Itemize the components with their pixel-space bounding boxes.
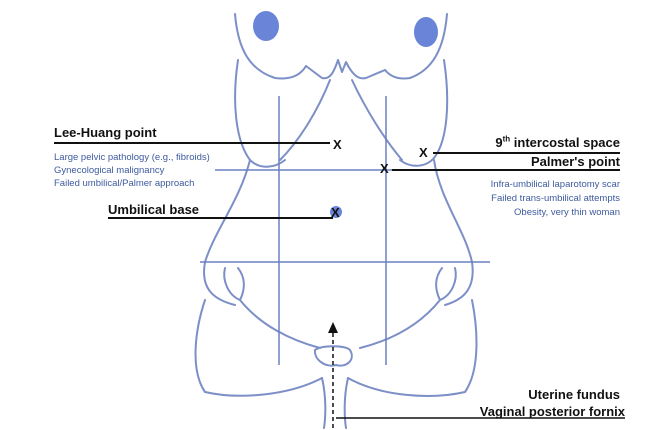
- uterine-fundus-label: Uterine fundus: [528, 387, 620, 402]
- right-nipple-icon: [414, 17, 438, 47]
- left-breast-outline: [234, 59, 286, 168]
- label-lines: [54, 142, 620, 219]
- palmer-x-marker: X: [380, 161, 389, 176]
- right-note-3: Obesity, very thin woman: [514, 207, 620, 218]
- left-arm-outline: [234, 13, 307, 80]
- left-hip-outline: [223, 267, 245, 301]
- left-groin-line: [239, 299, 321, 349]
- left-note-2: Gynecological malignancy: [54, 165, 165, 176]
- ninth-intercostal-x-marker: X: [419, 145, 428, 160]
- left-rib-line: [279, 79, 331, 161]
- body-outline: [194, 13, 478, 429]
- umbilical-base-label: Umbilical base: [108, 202, 200, 217]
- right-rib-line: [351, 79, 403, 161]
- right-leg-outline: [347, 299, 478, 397]
- vaginal-fornix-label: Vaginal posterior fornix: [479, 404, 625, 419]
- umbilicus-marker: [330, 206, 342, 218]
- left-nipple-icon: [253, 11, 279, 41]
- right-hip-outline: [435, 267, 457, 301]
- lee-huang-x-marker: X: [333, 137, 342, 152]
- right-note-1: Infra-umbilical laparotomy scar: [490, 179, 620, 190]
- grid-lines: [200, 96, 490, 365]
- left-note-1: Large pelvic pathology (e.g., fibroids): [54, 152, 210, 163]
- ninth-superscript: th: [502, 134, 511, 144]
- palmer-label: Palmer's point: [530, 154, 620, 169]
- left-leg-outline: [194, 299, 323, 397]
- pubic-outline: [313, 345, 353, 367]
- right-inner-thigh: [343, 377, 349, 429]
- ninth-intercostal-label: 9th intercostal space: [495, 135, 620, 150]
- ninth-suffix: intercostal space: [510, 135, 620, 150]
- fundus-arrow: [328, 322, 625, 428]
- right-groin-line: [359, 299, 441, 349]
- arrow-head-icon: [328, 322, 338, 333]
- left-inner-thigh: [321, 377, 327, 429]
- right-flank-outline: [433, 159, 474, 306]
- right-breast-outline: [399, 59, 449, 167]
- right-note-2: Failed trans-umbilical attempts: [491, 193, 620, 204]
- neck-outline: [305, 59, 386, 80]
- lee-huang-label: Lee-Huang point: [54, 125, 157, 140]
- ninth-number: 9: [495, 135, 503, 150]
- left-note-3: Failed umbilical/Palmer approach: [54, 178, 195, 189]
- right-arm-outline: [384, 13, 448, 80]
- umbilical-x-marker: X: [331, 205, 340, 220]
